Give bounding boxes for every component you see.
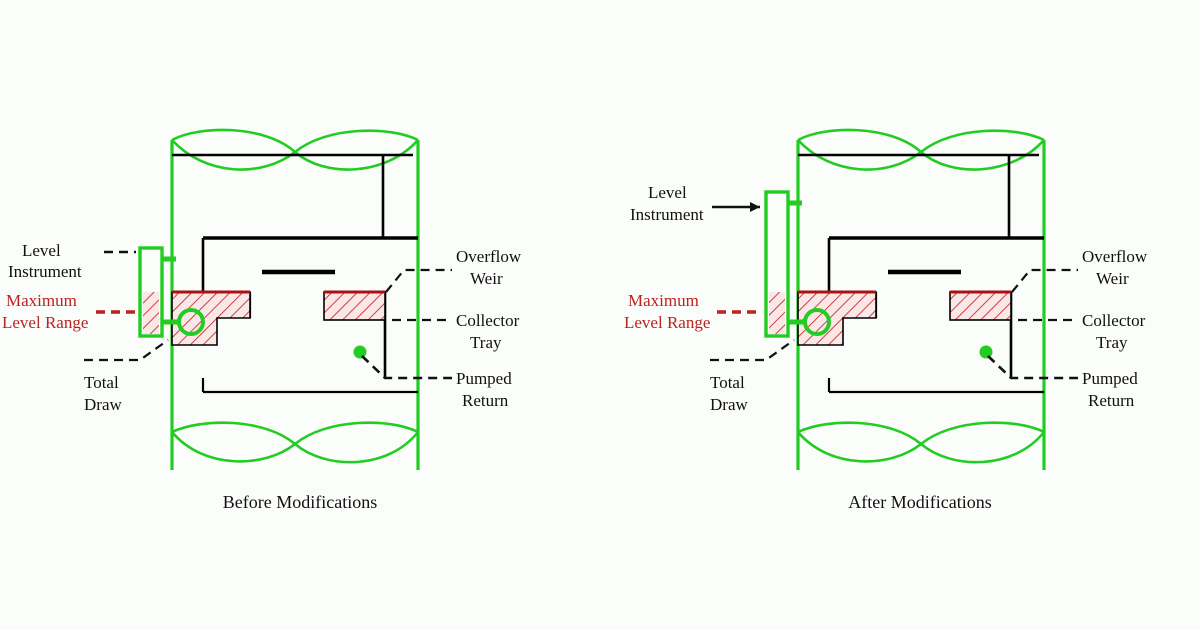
vessel-internals (798, 153, 1044, 394)
before-diagram-svg: Level Instrument Maximum Level Range Tot… (2, 128, 522, 512)
label-level-instrument-line2: Instrument (8, 262, 82, 281)
level-instrument-bridle (764, 190, 806, 338)
label-overflow-weir-line1: Overflow (456, 247, 522, 266)
caption-after: After Modifications (848, 492, 991, 512)
collector-tray-right (949, 290, 1012, 321)
label-level-instrument-line2: Instrument (630, 205, 704, 224)
label-total-draw-line2: Draw (710, 395, 748, 414)
label-total-draw-line2: Draw (84, 395, 122, 414)
collector-tray-right (323, 290, 386, 321)
label-maximum-level-range-line2: Level Range (2, 313, 88, 332)
leader-lines (710, 268, 1078, 380)
label-overflow-weir-line2: Weir (470, 269, 503, 288)
label-pumped-return-line1: Pumped (1082, 369, 1138, 388)
label-collector-tray-line2: Tray (470, 333, 502, 352)
label-maximum-level-range-line1: Maximum (628, 291, 699, 310)
label-level-instrument-line1: Level (22, 241, 61, 260)
left-labels: Level Instrument Maximum Level Range Tot… (2, 241, 122, 414)
collector-tray-left (797, 290, 877, 346)
diagram-after-modifications: Level Instrument Maximum Level Range Tot… (600, 0, 1200, 630)
level-instrument-arrow-icon (712, 202, 760, 212)
label-pumped-return-line2: Return (1088, 391, 1135, 410)
label-level-instrument-line1: Level (648, 183, 687, 202)
label-overflow-weir-line1: Overflow (1082, 247, 1148, 266)
after-diagram-svg: Level Instrument Maximum Level Range Tot… (624, 128, 1148, 512)
vessel-internals (172, 153, 418, 394)
label-collector-tray-line1: Collector (456, 311, 520, 330)
leader-lines (84, 250, 452, 380)
collector-tray-left (171, 290, 251, 346)
label-maximum-level-range-line1: Maximum (6, 291, 77, 310)
diagram-before-modifications: Level Instrument Maximum Level Range Tot… (2, 128, 522, 512)
level-instrument-bridle (138, 246, 180, 338)
caption-before: Before Modifications (223, 492, 377, 512)
vessel-shell (170, 128, 420, 470)
label-total-draw-line1: Total (710, 373, 745, 392)
right-labels: Overflow Weir Collector Tray Pumped Retu… (456, 247, 522, 410)
right-labels: Overflow Weir Collector Tray Pumped Retu… (1082, 247, 1148, 410)
label-maximum-level-range-line2: Level Range (624, 313, 710, 332)
label-pumped-return-line1: Pumped (456, 369, 512, 388)
label-collector-tray-line2: Tray (1096, 333, 1128, 352)
left-labels: Level Instrument Maximum Level Range Tot… (624, 183, 748, 414)
label-collector-tray-line1: Collector (1082, 311, 1146, 330)
label-total-draw-line1: Total (84, 373, 119, 392)
label-overflow-weir-line2: Weir (1096, 269, 1129, 288)
label-pumped-return-line2: Return (462, 391, 509, 410)
